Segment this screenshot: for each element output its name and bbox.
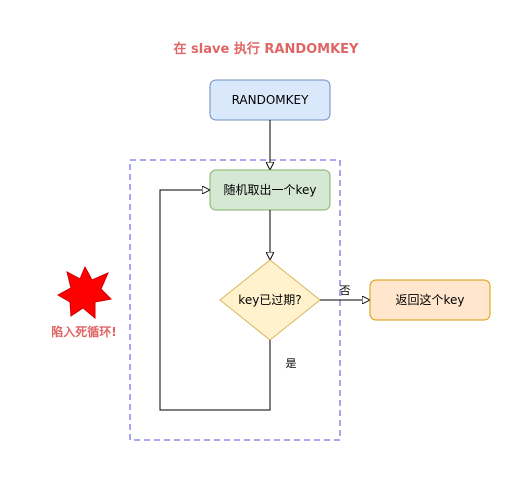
pick-random-key-label: 随机取出一个key bbox=[223, 182, 316, 197]
key-expired-decision-label: key已过期? bbox=[238, 293, 301, 307]
diagram-title: 在 slave 执行 RANDOMKEY bbox=[174, 41, 360, 57]
edge-no-label: 否 bbox=[340, 284, 351, 297]
edge-yes-label: 是 bbox=[286, 357, 297, 370]
infinite-loop-warning: 陷入死循环! bbox=[51, 324, 116, 339]
return-key-node bbox=[369, 279, 491, 321]
return-key-label: 返回这个key bbox=[395, 292, 464, 307]
explosion-star-icon bbox=[56, 265, 113, 320]
edge-decision-loop-back bbox=[159, 190, 271, 411]
randomkey-node-label: RANDOMKEY bbox=[232, 93, 310, 107]
